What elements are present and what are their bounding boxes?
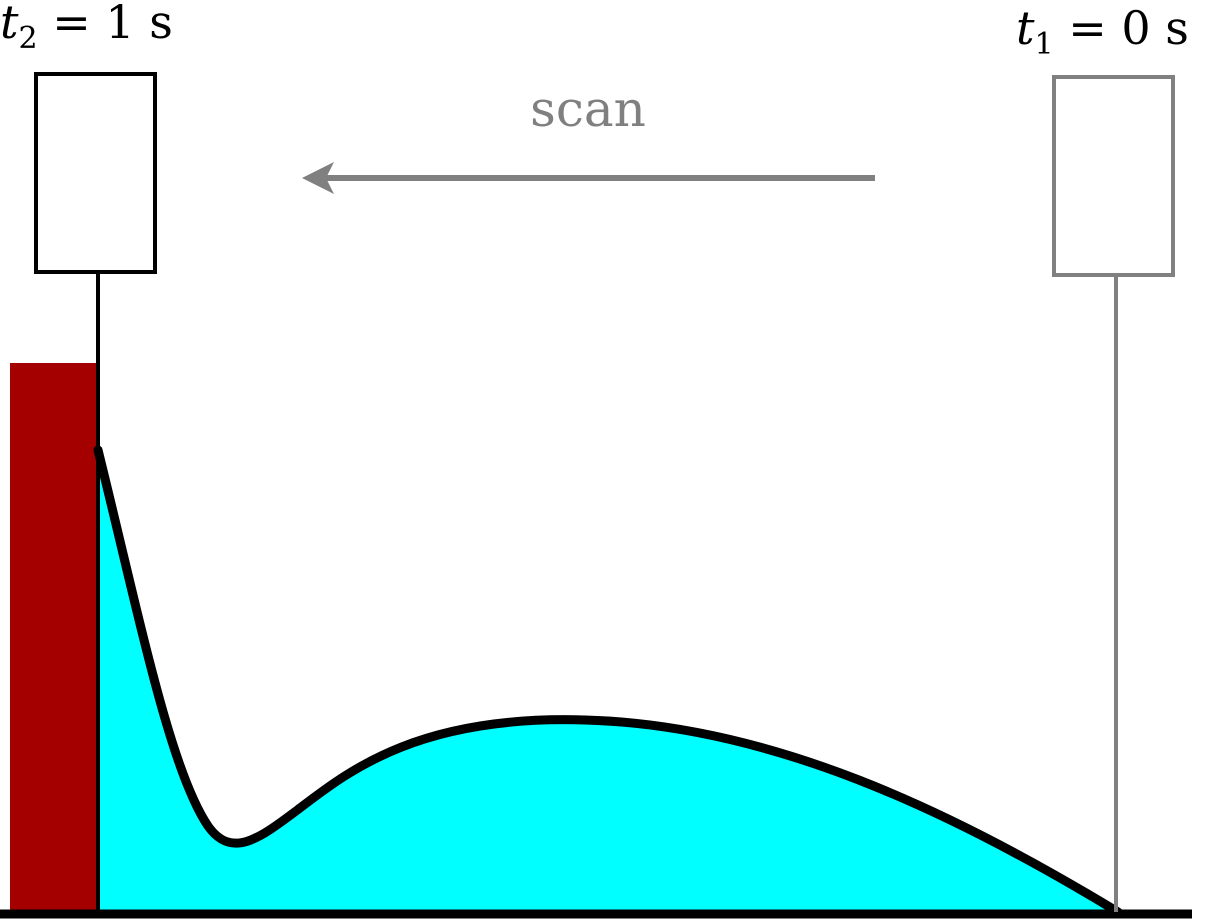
- fluid-profile: [98, 450, 1118, 912]
- probe-final-time-sub: 2: [19, 21, 38, 56]
- probe-initial-time-sub: 1: [1035, 27, 1054, 62]
- arrow-left-icon: [302, 162, 875, 194]
- probe-initial: [1052, 75, 1175, 912]
- probe-final-time-label: t2 = 1 s: [0, 0, 173, 56]
- fluid-surface-line: [93, 445, 1123, 917]
- probe-final-time-var: t: [0, 0, 19, 49]
- probe-initial-box: [1052, 75, 1175, 277]
- probe-initial-time-var: t: [1016, 1, 1035, 55]
- wall-block: [10, 363, 98, 913]
- probe-final-box: [34, 72, 157, 274]
- probe-initial-time-label: t1 = 0 s: [1016, 1, 1189, 62]
- probe-initial-time-rest: = 0 s: [1054, 1, 1189, 55]
- scan-label: scan: [530, 80, 646, 138]
- scan-arrow-head: [302, 162, 334, 194]
- probe-final-time-rest: = 1 s: [38, 0, 173, 49]
- probe-final: [34, 72, 157, 912]
